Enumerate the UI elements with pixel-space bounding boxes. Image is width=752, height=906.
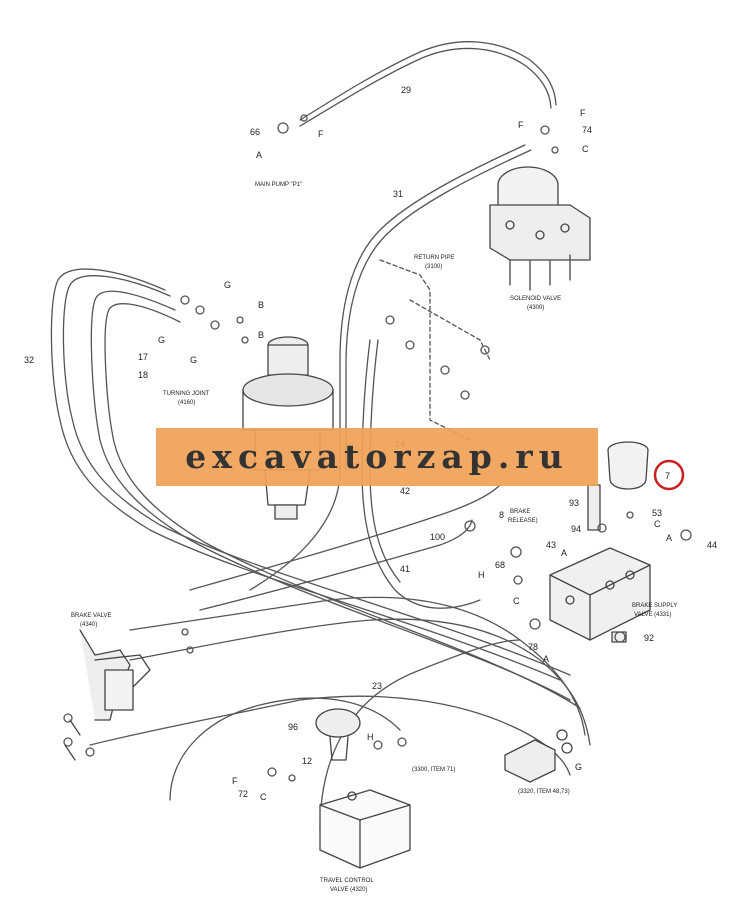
return-pipe xyxy=(379,259,471,441)
callout-a4: A xyxy=(543,654,549,664)
callout-93: 93 xyxy=(569,498,579,508)
callout-74: 74 xyxy=(582,125,592,135)
watermark-banner xyxy=(156,428,598,486)
hose-24 xyxy=(361,339,481,609)
label-brake-valve-1: BRAKE VALVE xyxy=(71,613,111,619)
callout-29: 29 xyxy=(401,85,411,95)
callout-18: 18 xyxy=(138,370,148,380)
label-travel-control-2: VALVE (4320) xyxy=(330,887,367,893)
callout-f4: F xyxy=(232,776,238,786)
callout-96: 96 xyxy=(288,722,298,732)
fittings-3320 xyxy=(504,729,573,783)
callout-f1: F xyxy=(318,129,324,139)
callout-7: 7 xyxy=(665,471,670,481)
label-solenoid-2: (4300) xyxy=(527,305,544,311)
label-brake-valve-2: (4340) xyxy=(80,622,97,628)
callout-g2: G xyxy=(158,335,165,345)
hose-31 xyxy=(249,144,526,591)
hose-18 xyxy=(104,303,581,709)
callout-c4: C xyxy=(260,792,267,802)
callout-100: 100 xyxy=(430,532,445,542)
callout-g3: G xyxy=(190,355,197,365)
callout-66: 66 xyxy=(250,127,260,137)
callout-53: 53 xyxy=(652,508,662,518)
solenoid-valve xyxy=(489,166,591,291)
callout-f3: F xyxy=(518,120,524,130)
callout-a1: A xyxy=(256,150,262,160)
hose-23 xyxy=(169,697,401,801)
label-brake-release-1: BRAKE xyxy=(510,509,530,515)
label-brake-supply-1: BRAKE SUPPLY xyxy=(632,603,677,609)
callout-92: 92 xyxy=(644,633,654,643)
callout-b2: B xyxy=(258,330,264,340)
callout-g4: G xyxy=(575,762,582,772)
callout-c1: C xyxy=(582,144,589,154)
label-turning-joint-2: (4160) xyxy=(178,400,195,406)
callout-h1: H xyxy=(478,570,485,580)
callout-g1: G xyxy=(224,280,231,290)
callout-b1: B xyxy=(258,300,264,310)
hose-32 xyxy=(50,268,561,681)
callout-17: 17 xyxy=(138,352,148,362)
label-ref-3300: (3300, ITEM 71) xyxy=(412,767,455,773)
callout-42: 42 xyxy=(400,486,410,496)
label-return-pipe-2: (3100) xyxy=(425,264,442,270)
label-ref-3320: (3320, ITEM 48,73) xyxy=(518,789,570,795)
callout-23: 23 xyxy=(372,681,382,691)
fittings xyxy=(63,114,692,782)
callout-94: 94 xyxy=(571,524,581,534)
callout-43: 43 xyxy=(546,540,556,550)
hose-29 xyxy=(299,41,557,121)
callout-f2: F xyxy=(580,108,586,118)
hose-42 xyxy=(189,484,501,591)
brake-supply-valve xyxy=(549,484,651,643)
callout-a3: A xyxy=(561,548,567,558)
callout-41: 41 xyxy=(400,564,410,574)
callout-78: 78 xyxy=(528,642,538,652)
component-labels: MAIN PUMP "P1" RETURN PIPE (3100) SOLENO… xyxy=(71,182,677,893)
label-main-pump: MAIN PUMP "P1" xyxy=(255,182,302,188)
callout-68: 68 xyxy=(495,560,505,570)
travel-control-valve xyxy=(319,789,411,869)
callout-72: 72 xyxy=(238,789,248,799)
callout-32: 32 xyxy=(24,355,34,365)
callout-h2: H xyxy=(367,732,374,742)
label-solenoid-1: SOLENOID VALVE xyxy=(510,296,561,302)
label-turning-joint-1: TURNING JOINT xyxy=(163,391,210,397)
callout-44: 44 xyxy=(707,540,717,550)
label-return-pipe-1: RETURN PIPE xyxy=(414,255,454,261)
accumulator xyxy=(607,441,649,490)
callout-c2: C xyxy=(654,519,661,529)
accumulator-96 xyxy=(315,708,361,761)
callout-12: 12 xyxy=(302,756,312,766)
callout-labels: 29 66 F A F F 74 C 31 32 17 18 G B G B G… xyxy=(24,85,717,802)
hose-41 xyxy=(199,519,473,611)
hose-17 xyxy=(90,290,571,701)
callout-8: 8 xyxy=(499,510,504,520)
watermark-text: excavatorzap.ru xyxy=(185,437,569,476)
brake-valve xyxy=(64,629,151,761)
callout-c3: C xyxy=(513,596,520,606)
highlight-circle xyxy=(653,459,685,491)
label-brake-supply-2: VALVE (4331) xyxy=(634,612,671,618)
callout-31: 31 xyxy=(393,189,403,199)
label-travel-control-1: TRAVEL CONTROL xyxy=(320,878,374,884)
turning-joint xyxy=(242,336,334,520)
label-brake-release-2: RELEASE) xyxy=(508,518,538,524)
callout-a2: A xyxy=(666,533,672,543)
